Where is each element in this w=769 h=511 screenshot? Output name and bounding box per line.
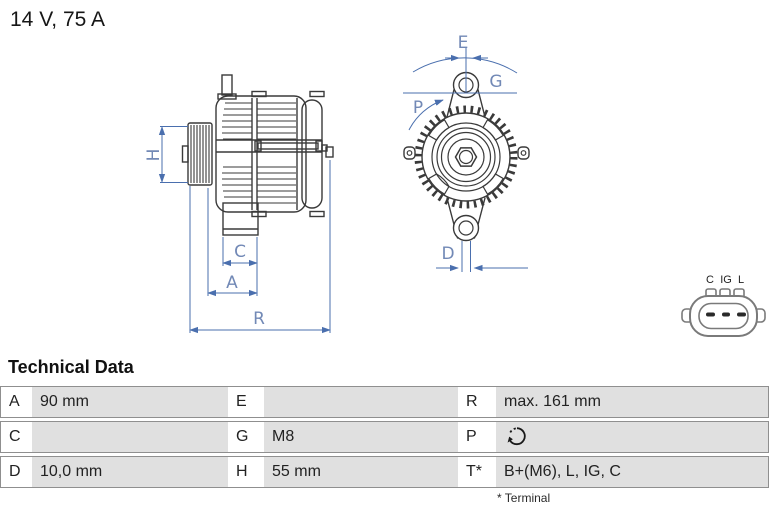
row-label: P (458, 422, 496, 452)
dimension-label-c: C (234, 242, 246, 262)
row-label: C (1, 422, 32, 452)
dimension-label-r: R (253, 309, 265, 329)
technical-data-heading: Technical Data (8, 357, 134, 377)
row-label: R (458, 387, 496, 417)
row-label: A (1, 387, 32, 417)
technical-data-table: A 90 mm E R max. 161 mm C G M8 P D 10,0 (0, 386, 769, 491)
connector-pin-label-l: L (738, 274, 744, 286)
side-view-part-outline (181, 74, 334, 236)
alternator-front-view-drawing: E G P D (403, 33, 530, 272)
dimension-label-d: D (441, 244, 454, 264)
row-label: D (1, 457, 32, 487)
front-view-dimension-lines (403, 48, 528, 272)
dimension-label-p: P (413, 98, 423, 118)
row-value (32, 422, 228, 452)
row-label: G (228, 422, 264, 452)
connector-outline (681, 288, 766, 337)
connector-pin-label-ig: IG (720, 274, 732, 286)
row-value: 10,0 mm (32, 457, 228, 487)
dimension-label-a: A (226, 273, 238, 293)
terminal-footnote: * Terminal (497, 491, 551, 505)
alternator-side-view-drawing: H C A R (144, 74, 334, 334)
dimension-label-g: G (489, 72, 502, 92)
connector-pin-label-c: C (706, 274, 714, 286)
connector-pins (706, 312, 746, 317)
row-value (264, 387, 458, 417)
rotation-direction-icon (507, 427, 526, 446)
row-label: H (228, 457, 264, 487)
row-label: E (228, 387, 264, 417)
table-row: A 90 mm E R max. 161 mm (0, 386, 769, 418)
connector-plug-drawing: C IG L (681, 274, 766, 337)
dimension-label-e: E (458, 33, 469, 53)
row-value: max. 161 mm (496, 387, 768, 417)
row-value: M8 (264, 422, 458, 452)
side-view-dimension-lines (158, 126, 331, 334)
row-label: T* (458, 457, 496, 487)
table-row: D 10,0 mm H 55 mm T* B+(M6), L, IG, C (0, 456, 769, 488)
page-title: 14 V, 75 A (10, 8, 105, 31)
dimension-label-h: H (144, 149, 164, 162)
row-value: B+(M6), L, IG, C (496, 457, 768, 487)
row-value: 90 mm (32, 387, 228, 417)
row-value: 55 mm (264, 457, 458, 487)
table-row: C G M8 P (0, 421, 769, 453)
row-value-rotation (496, 422, 768, 452)
